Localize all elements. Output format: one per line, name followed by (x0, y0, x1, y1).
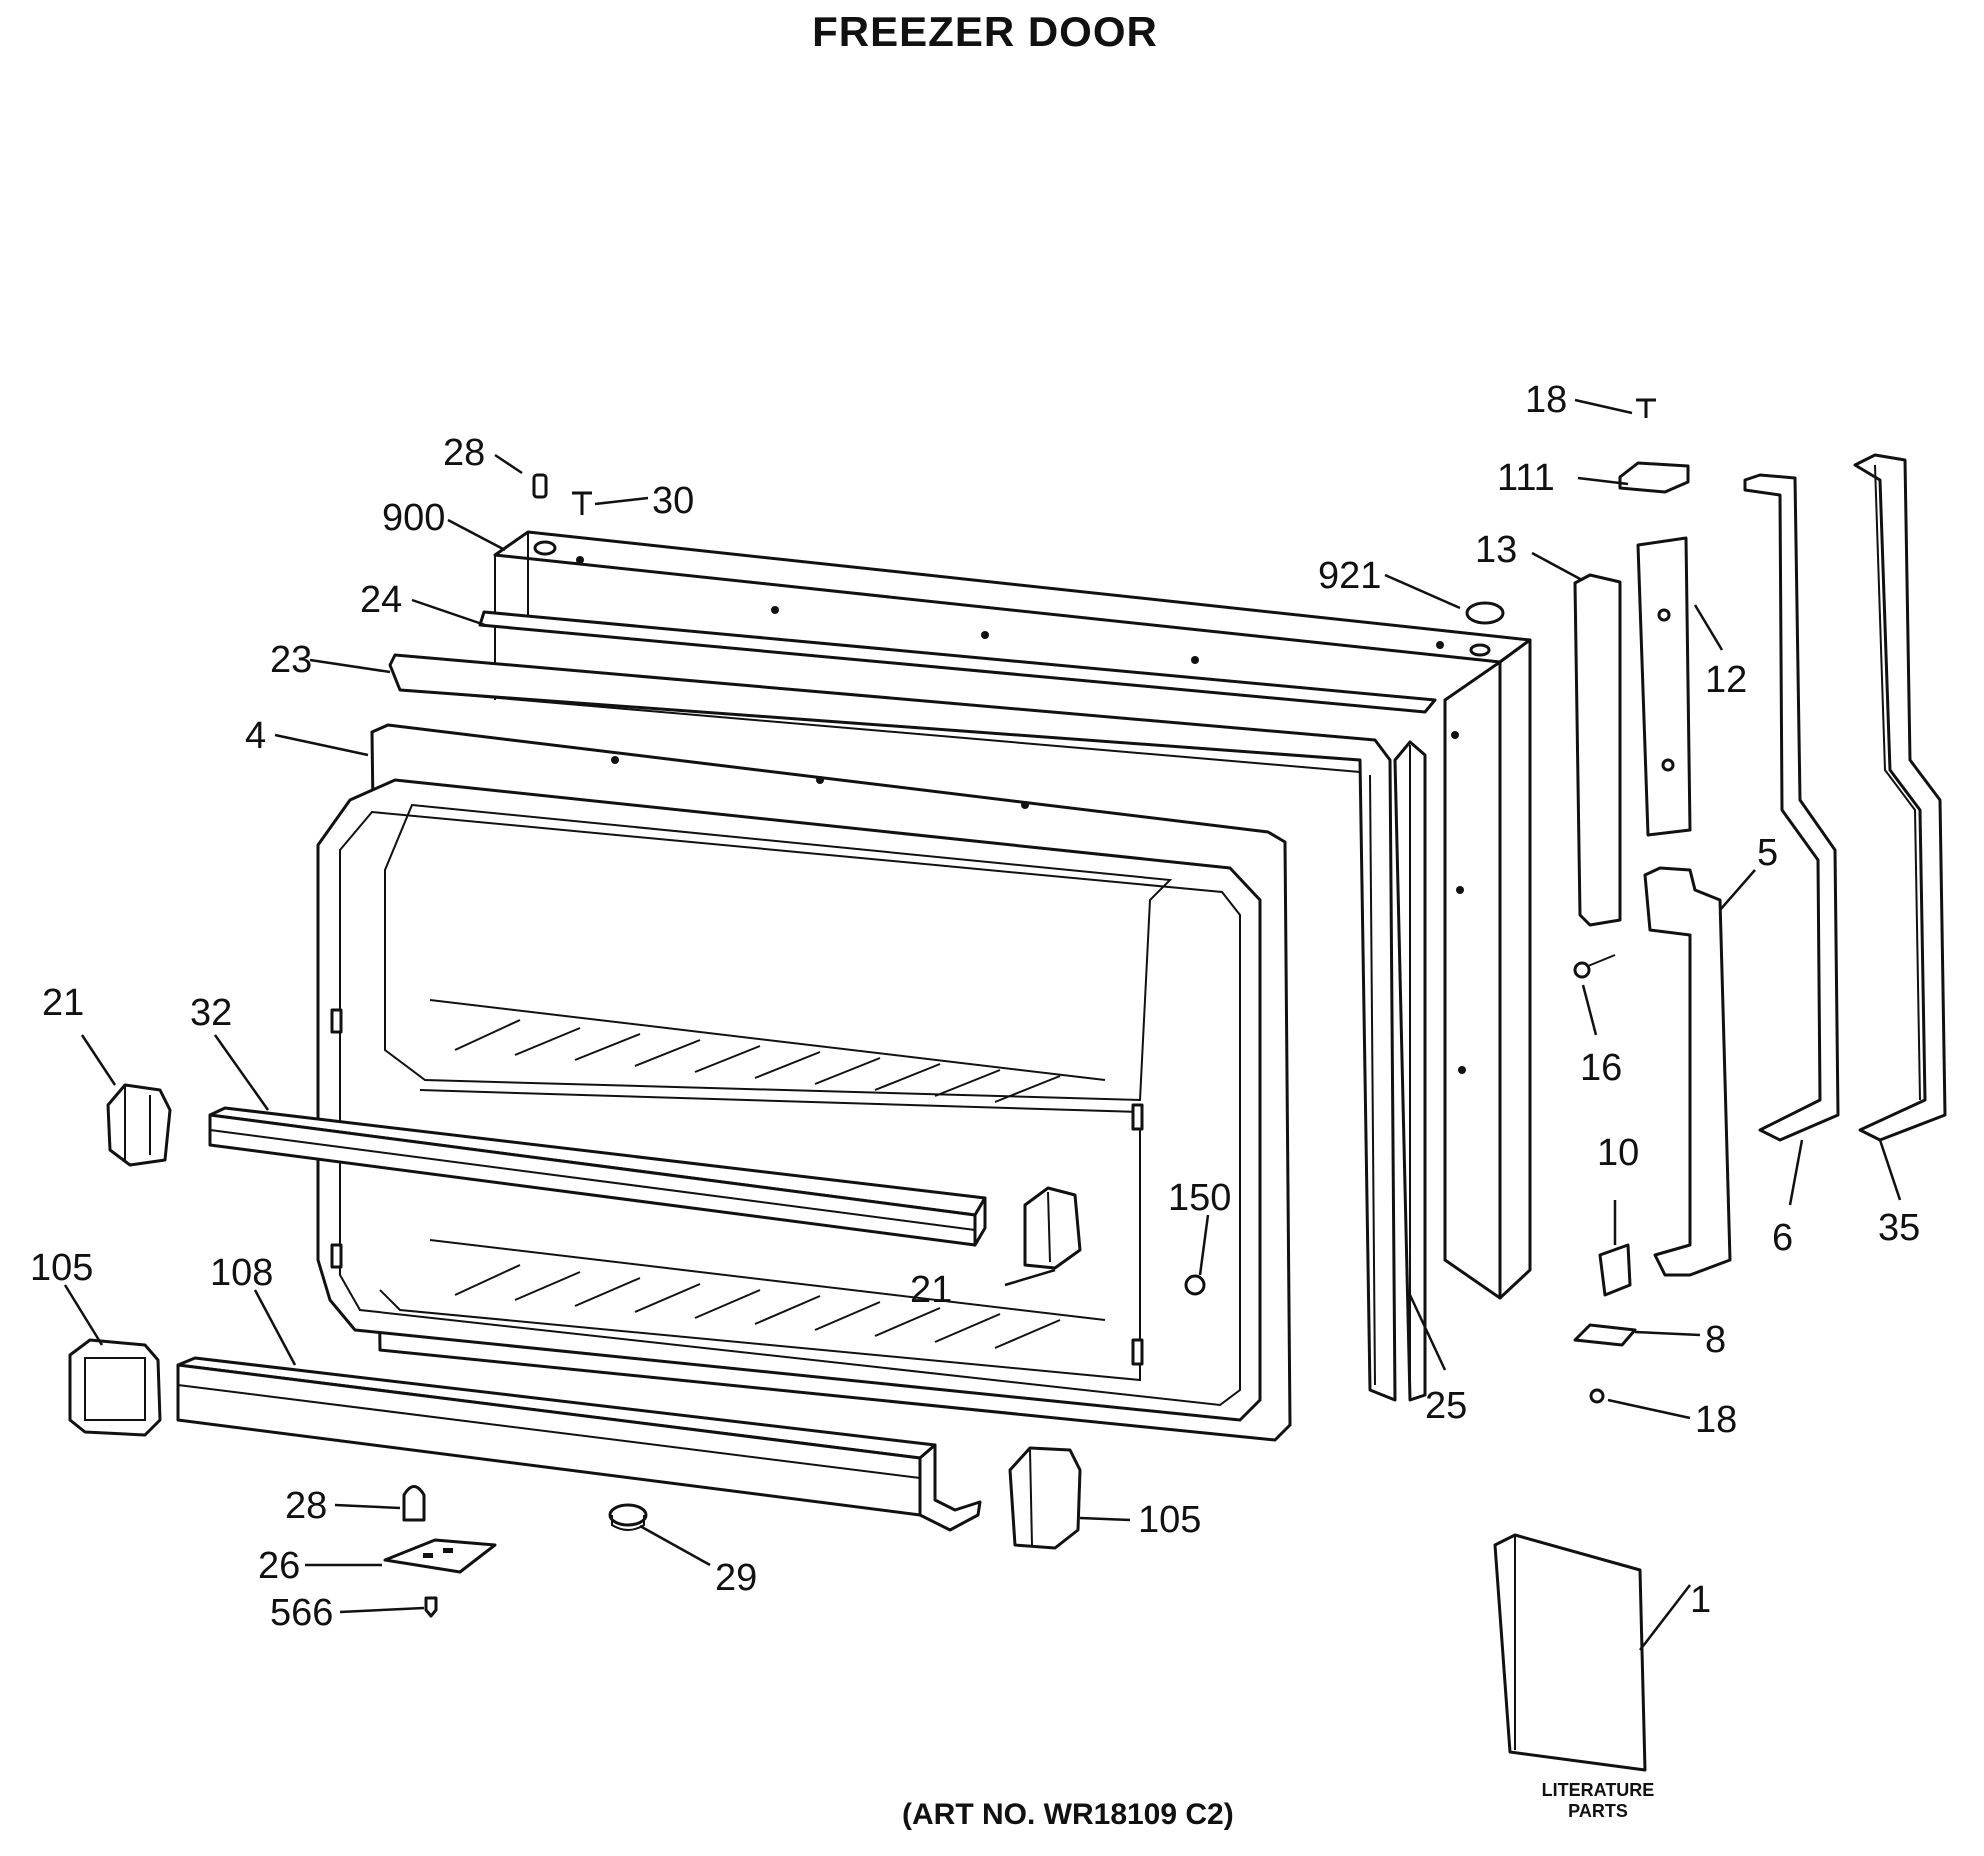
literature-label-line2: PARTS (1568, 1801, 1628, 1821)
callout-29: 29 (715, 1557, 757, 1599)
hinge-plate-12 (1636, 536, 1692, 837)
plug-button (1465, 601, 1505, 625)
callout-28-top: 28 (443, 432, 485, 474)
callout-150: 150 (1168, 1177, 1231, 1219)
callout-26: 26 (258, 1545, 300, 1587)
end-cap-right (1008, 1446, 1082, 1550)
plug-29 (608, 1503, 648, 1531)
callout-108: 108 (210, 1252, 273, 1294)
callout-18-top: 18 (1525, 379, 1567, 421)
callout-23: 23 (270, 639, 312, 681)
leader-lines (63, 398, 1902, 1651)
callout-28-bottom: 28 (285, 1485, 327, 1527)
screw-28-top (532, 473, 548, 499)
callout-105-left: 105 (30, 1247, 93, 1289)
art-number: (ART NO. WR18109 C2) (902, 1798, 1234, 1831)
callout-8: 8 (1705, 1319, 1726, 1361)
callout-21-right: 21 (910, 1269, 952, 1311)
hinge-5 (1643, 866, 1732, 1277)
screw-16 (1573, 954, 1616, 979)
callout-6: 6 (1772, 1217, 1793, 1259)
inner-door-liner (316, 723, 1292, 1442)
screw-566 (424, 1596, 438, 1618)
literature-booklet (1493, 1533, 1647, 1772)
pin-28-bottom (402, 1485, 426, 1522)
shelf-support-left (106, 1083, 172, 1167)
callout-labels: 28 30 900 24 23 4 921 18 111 13 12 5 16 … (30, 379, 1920, 1634)
callout-900: 900 (382, 497, 445, 539)
callout-12: 12 (1705, 659, 1747, 701)
shelf-support-right (1023, 1186, 1082, 1270)
door-gasket (388, 610, 1437, 1402)
screw-30 (572, 491, 592, 515)
screw-18-bottom (1589, 1388, 1605, 1404)
callout-921: 921 (1318, 555, 1381, 597)
callout-4: 4 (245, 715, 266, 757)
callout-18-bottom: 18 (1695, 1399, 1737, 1441)
callout-13: 13 (1475, 529, 1517, 571)
callout-24: 24 (360, 579, 402, 621)
callout-1: 1 (1690, 1579, 1711, 1621)
screw-18-top (1636, 398, 1656, 418)
callout-16: 16 (1580, 1047, 1622, 1089)
callout-5: 5 (1757, 832, 1778, 874)
shelf-bar (208, 1106, 987, 1247)
bar-35 (1853, 453, 1947, 1142)
outer-door-panel (493, 530, 1532, 1300)
hinge-cover-13 (1573, 573, 1622, 927)
diagram-title: FREEZER DOOR (812, 8, 1158, 55)
end-cap-left (68, 1338, 162, 1437)
callout-10: 10 (1597, 1132, 1639, 1174)
bracket-10 (1598, 1243, 1632, 1297)
bracket-111 (1618, 461, 1690, 494)
plate-8 (1573, 1323, 1637, 1347)
bottom-bar (176, 1356, 982, 1532)
callout-105-right: 105 (1138, 1499, 1201, 1541)
bar-6 (1743, 473, 1840, 1142)
callout-111: 111 (1497, 457, 1555, 499)
part-150 (1184, 1274, 1206, 1296)
callout-35: 35 (1878, 1207, 1920, 1249)
callout-32: 32 (190, 992, 232, 1034)
plate-26 (383, 1538, 497, 1574)
literature-label-line1: LITERATURE (1541, 1780, 1655, 1800)
literature-parts-label: LITERATURE PARTS (1498, 1780, 1698, 1822)
callout-30: 30 (652, 480, 694, 522)
callout-25: 25 (1425, 1385, 1467, 1427)
callout-21-left: 21 (42, 982, 84, 1024)
callout-566: 566 (270, 1592, 333, 1634)
